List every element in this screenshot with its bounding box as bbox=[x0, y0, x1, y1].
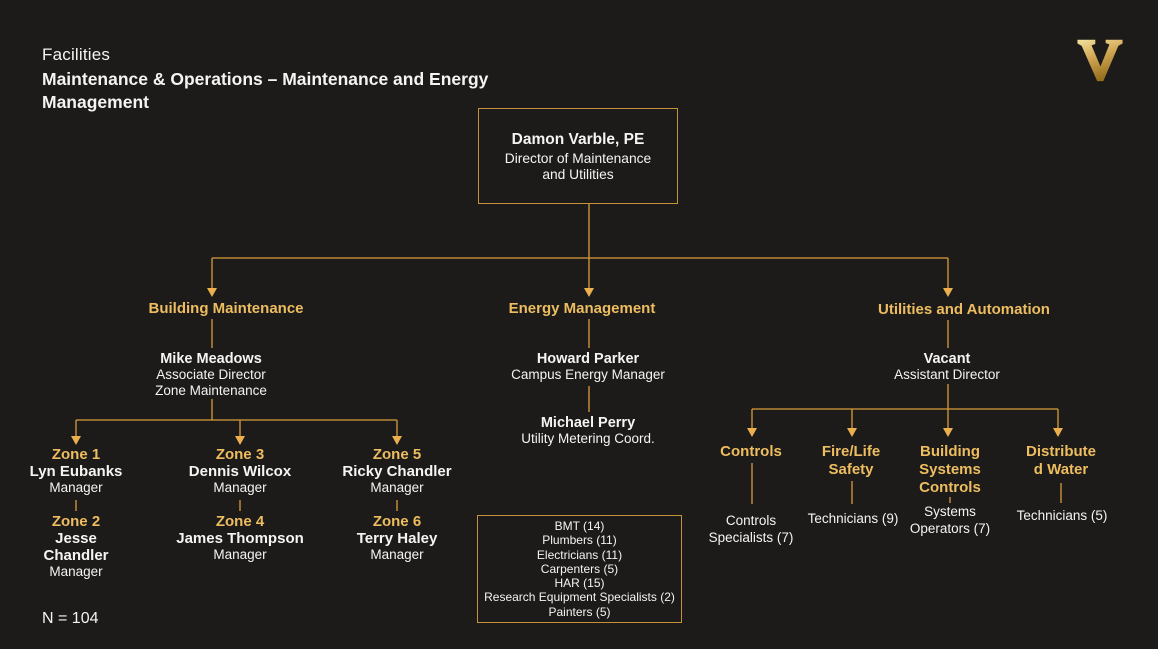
zone-label: Zone 5 bbox=[372, 446, 422, 463]
zone-label: Zone 3 bbox=[215, 446, 265, 463]
zone-1-block: Zone 1 Lyn Eubanks Manager bbox=[30, 446, 123, 496]
root-name: Damon Varble, PE bbox=[511, 130, 645, 148]
person-subtitle: Zone Maintenance bbox=[155, 382, 267, 398]
team-label-fire-life-safety: Fire/Life Safety bbox=[821, 443, 881, 478]
zone-label: Zone 1 bbox=[51, 446, 101, 463]
person-name: Mike Meadows bbox=[160, 351, 262, 367]
team-label-building-systems-controls: Building Systems Controls bbox=[919, 443, 981, 496]
person-howard-parker: Howard Parker Campus Energy Manager bbox=[511, 351, 665, 383]
energy-staff-box: BMT (14) Plumbers (11) Electricians (11)… bbox=[477, 515, 682, 623]
zone-6-block: Zone 6 Terry Haley Manager bbox=[357, 513, 438, 563]
zone-manager-title: Manager bbox=[49, 480, 103, 495]
zone-manager-title: Manager bbox=[49, 564, 103, 579]
branch-label-building-maintenance: Building Maintenance bbox=[148, 300, 304, 317]
person-michael-perry: Michael Perry Utility Metering Coord. bbox=[521, 415, 655, 447]
zone-manager-title: Manager bbox=[370, 547, 424, 562]
person-title: Utility Metering Coord. bbox=[521, 431, 655, 446]
team-staff-controls: Controls Specialists (7) bbox=[708, 513, 794, 545]
person-name: Vacant bbox=[923, 351, 971, 367]
zone-label: Zone 6 bbox=[372, 513, 422, 530]
zone-manager-title: Manager bbox=[370, 480, 424, 495]
person-name: Howard Parker bbox=[536, 351, 640, 367]
team-staff-fire-life-safety: Technicians (9) bbox=[807, 511, 899, 526]
branch-label-energy-management: Energy Management bbox=[508, 300, 656, 317]
person-title: Assistant Director bbox=[894, 367, 1000, 382]
zone-manager-name: Ricky Chandler bbox=[342, 463, 452, 480]
team-label-controls: Controls bbox=[720, 443, 782, 460]
team-staff-distributed-water: Technicians (5) bbox=[1016, 508, 1108, 523]
zone-manager-title: Manager bbox=[213, 547, 267, 562]
branch-label-utilities-automation: Utilities and Automation bbox=[878, 301, 1050, 318]
zone-manager-name: Dennis Wilcox bbox=[188, 463, 292, 480]
person-title: Campus Energy Manager bbox=[511, 367, 665, 382]
zone-manager-name: Terry Haley bbox=[356, 530, 438, 547]
zone-label: Zone 4 bbox=[215, 513, 265, 530]
root-title: Director of Maintenance and Utilities bbox=[504, 150, 652, 182]
person-name: Michael Perry bbox=[540, 415, 636, 431]
person-vacant: Vacant Assistant Director bbox=[894, 351, 1000, 383]
slide-eyebrow: Facilities bbox=[42, 45, 111, 64]
zone-2-block: Zone 2 Jesse Chandler Manager bbox=[43, 513, 108, 580]
zone-3-block: Zone 3 Dennis Wilcox Manager bbox=[189, 446, 291, 496]
zone-manager-title: Manager bbox=[213, 480, 267, 495]
zone-4-block: Zone 4 James Thompson Manager bbox=[176, 513, 304, 563]
zone-5-block: Zone 5 Ricky Chandler Manager bbox=[342, 446, 451, 496]
vanderbilt-v-logo bbox=[1077, 39, 1123, 82]
team-label-distributed-water: Distribute d Water bbox=[1025, 443, 1097, 478]
headcount-note: N = 104 bbox=[42, 610, 99, 627]
zone-manager-name: Lyn Eubanks bbox=[29, 463, 123, 480]
person-mike-meadows: Mike Meadows Associate Director Zone Mai… bbox=[155, 351, 267, 398]
slide-title: Maintenance & Operations – Maintenance a… bbox=[42, 69, 489, 112]
person-title: Associate Director bbox=[156, 367, 266, 382]
zone-label: Zone 2 bbox=[51, 513, 101, 530]
root-box-damon-varble: Damon Varble, PE Director of Maintenance… bbox=[478, 108, 678, 204]
zone-manager-name: James Thompson bbox=[176, 530, 304, 547]
zone-manager-name: Jesse Chandler bbox=[43, 530, 109, 564]
team-staff-building-systems-controls: Systems Operators (7) bbox=[909, 504, 991, 536]
